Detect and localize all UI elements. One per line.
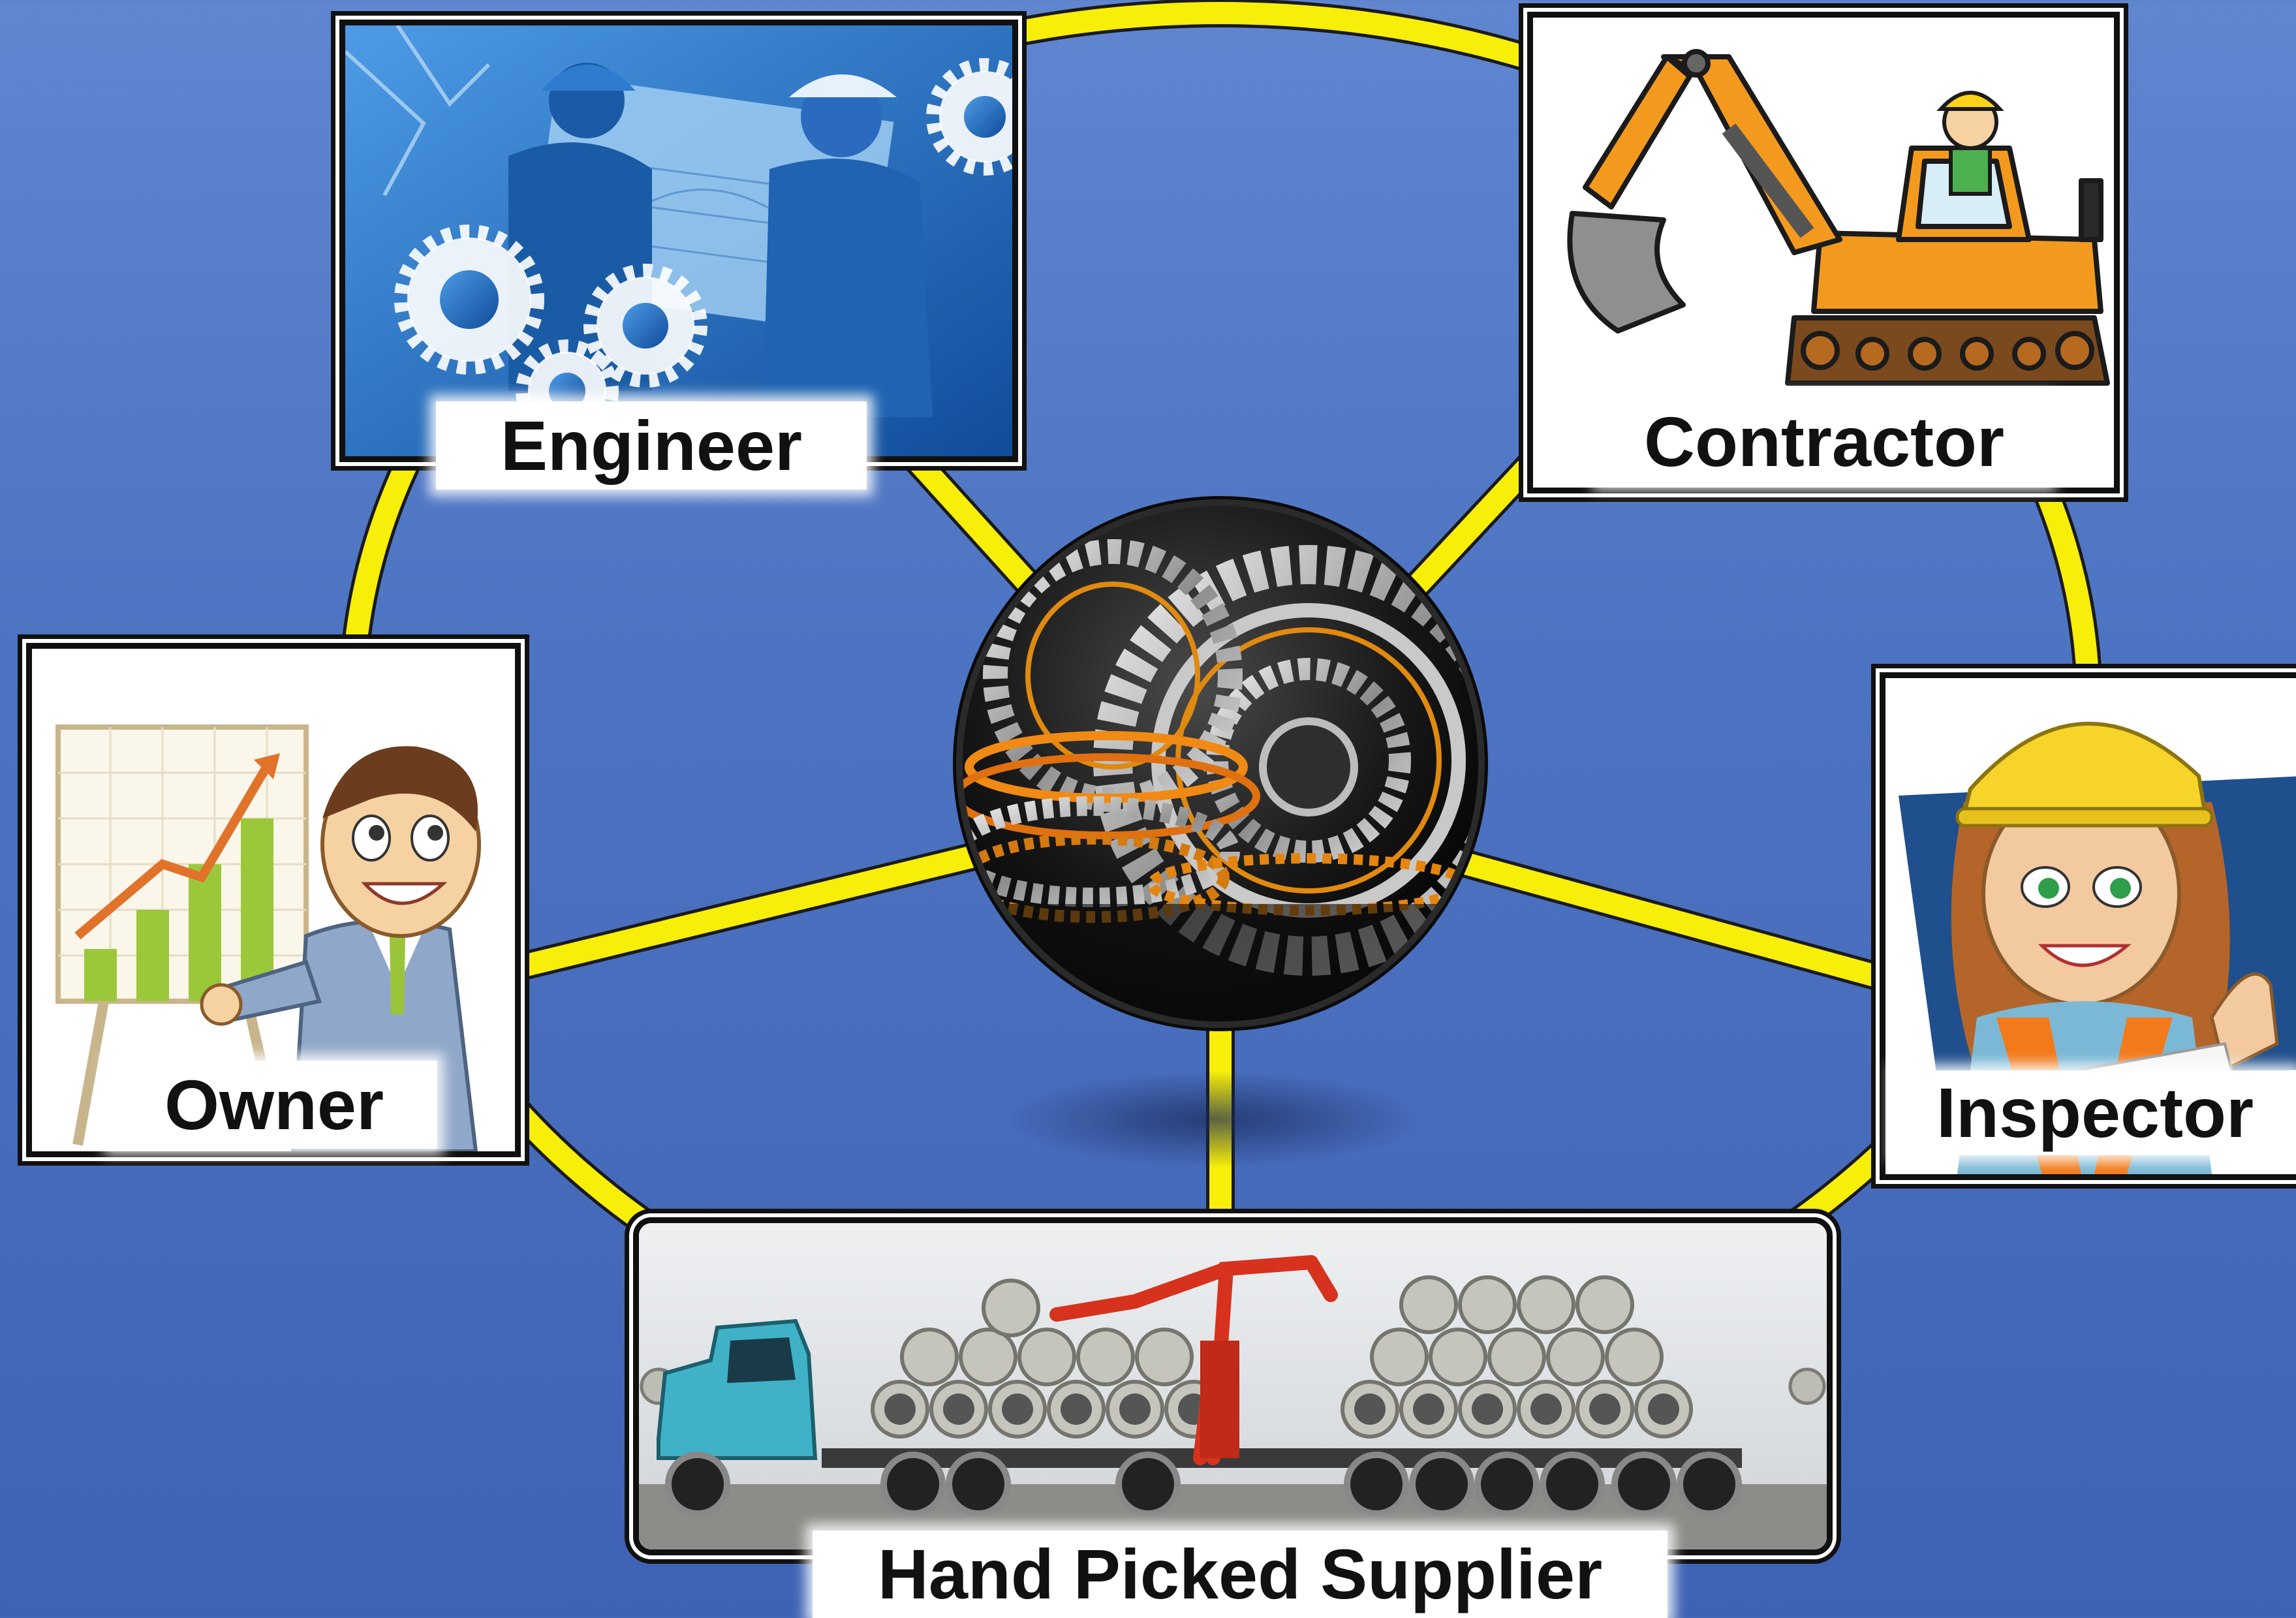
hub-shadow — [1005, 1070, 1423, 1168]
engineer-label: Engineer — [436, 401, 867, 490]
interlocking-gears-icon — [953, 496, 1488, 1031]
supplier-card — [633, 1217, 1833, 1555]
pipe-truck-icon — [639, 1223, 1827, 1549]
contractor-label: Contractor — [1599, 399, 2049, 484]
engineer-card — [339, 20, 1018, 462]
inspector-label: Inspector — [1896, 1070, 2294, 1155]
supplier-label: Hand Picked Supplier — [813, 1531, 1668, 1618]
engineers-with-blueprint-icon — [345, 25, 1012, 456]
owner-label: Owner — [111, 1061, 437, 1149]
